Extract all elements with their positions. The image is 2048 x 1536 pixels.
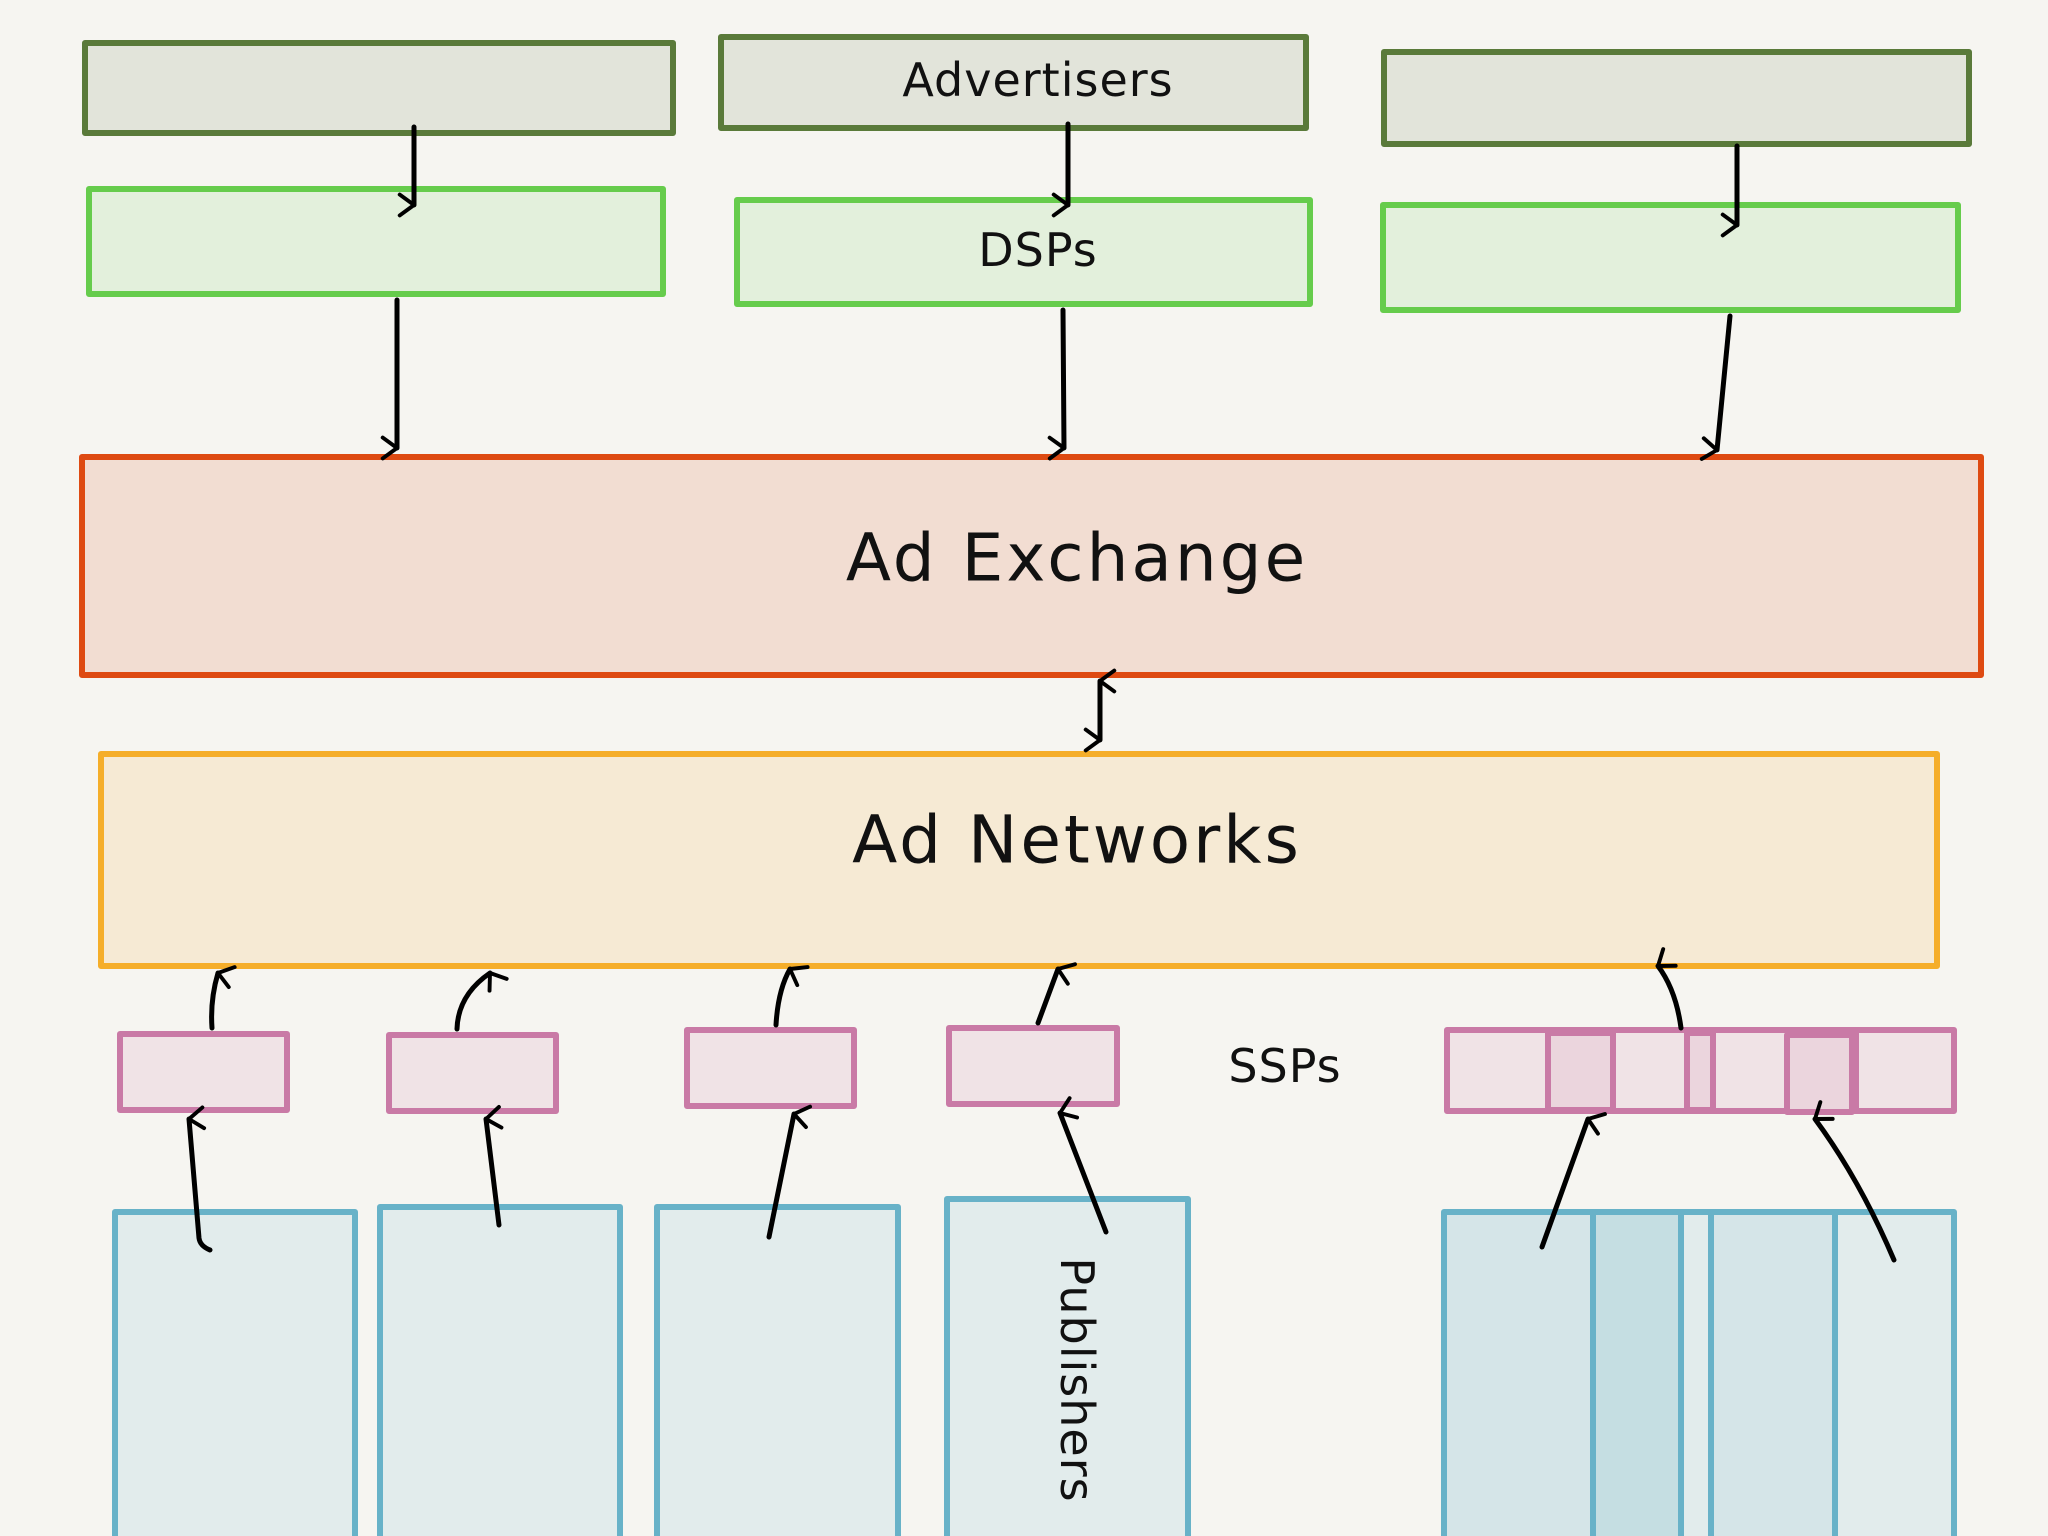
advertiser-box-2	[718, 34, 1309, 131]
ssp-box-2	[386, 1032, 559, 1114]
publisher-box-3	[654, 1204, 901, 1536]
ad-exchange-box	[79, 454, 1984, 678]
advertisers-label: Advertisers	[902, 53, 1174, 107]
arrow-ssp-network-4	[1035, 962, 1077, 1026]
arrow-publisher-ssp-4	[1057, 1096, 1109, 1235]
publisher-group-2	[1590, 1209, 1684, 1536]
publisher-box-1	[112, 1209, 358, 1536]
publisher-box-4	[944, 1196, 1191, 1536]
ssp-group-inner-1	[1545, 1030, 1616, 1113]
arrow-publisher-ssp-2	[483, 1104, 504, 1228]
ad-networks-label: Ad Networks	[852, 801, 1302, 879]
dsp-box-2	[734, 197, 1313, 307]
arrow-ssp-network-1	[209, 965, 237, 1031]
arrow-dsp-exchange-3	[1699, 313, 1733, 461]
ssp-group-inner-2	[1684, 1030, 1716, 1113]
advertiser-box-1	[82, 40, 676, 136]
advertiser-box-3	[1381, 49, 1972, 147]
ssp-box-1	[117, 1031, 290, 1113]
publisher-group-1	[1441, 1209, 1596, 1536]
publisher-box-2	[377, 1204, 623, 1536]
dsp-box-1	[86, 186, 666, 297]
arrow-publisher-ssp-3	[766, 1104, 813, 1240]
publishers-label: Publishers	[1050, 1257, 1104, 1503]
ssp-group-inner-3	[1784, 1032, 1855, 1115]
ssp-box-3	[684, 1027, 857, 1109]
arrow-publisher-ssp-6	[1812, 1100, 1897, 1263]
publisher-group-4	[1708, 1209, 1838, 1536]
ad-exchange-label: Ad Exchange	[845, 519, 1309, 597]
dsps-label: DSPs	[978, 223, 1098, 277]
publisher-group-3	[1678, 1209, 1714, 1536]
ad-networks-box	[98, 751, 1940, 969]
dsp-box-3	[1380, 202, 1961, 313]
arrow-publisher-ssp-1	[186, 1105, 213, 1253]
publisher-group-5	[1832, 1209, 1957, 1536]
arrow-ssp-network-3	[773, 965, 810, 1028]
arrow-ssp-network-5	[1655, 947, 1684, 1031]
arrow-publisher-ssp-5	[1539, 1112, 1607, 1250]
arrow-dsp-exchange-2	[1047, 307, 1067, 461]
ssp-box-4	[946, 1025, 1120, 1107]
ssps-label: SSPs	[1228, 1039, 1342, 1093]
arrow-ssp-network-2	[454, 970, 509, 1032]
